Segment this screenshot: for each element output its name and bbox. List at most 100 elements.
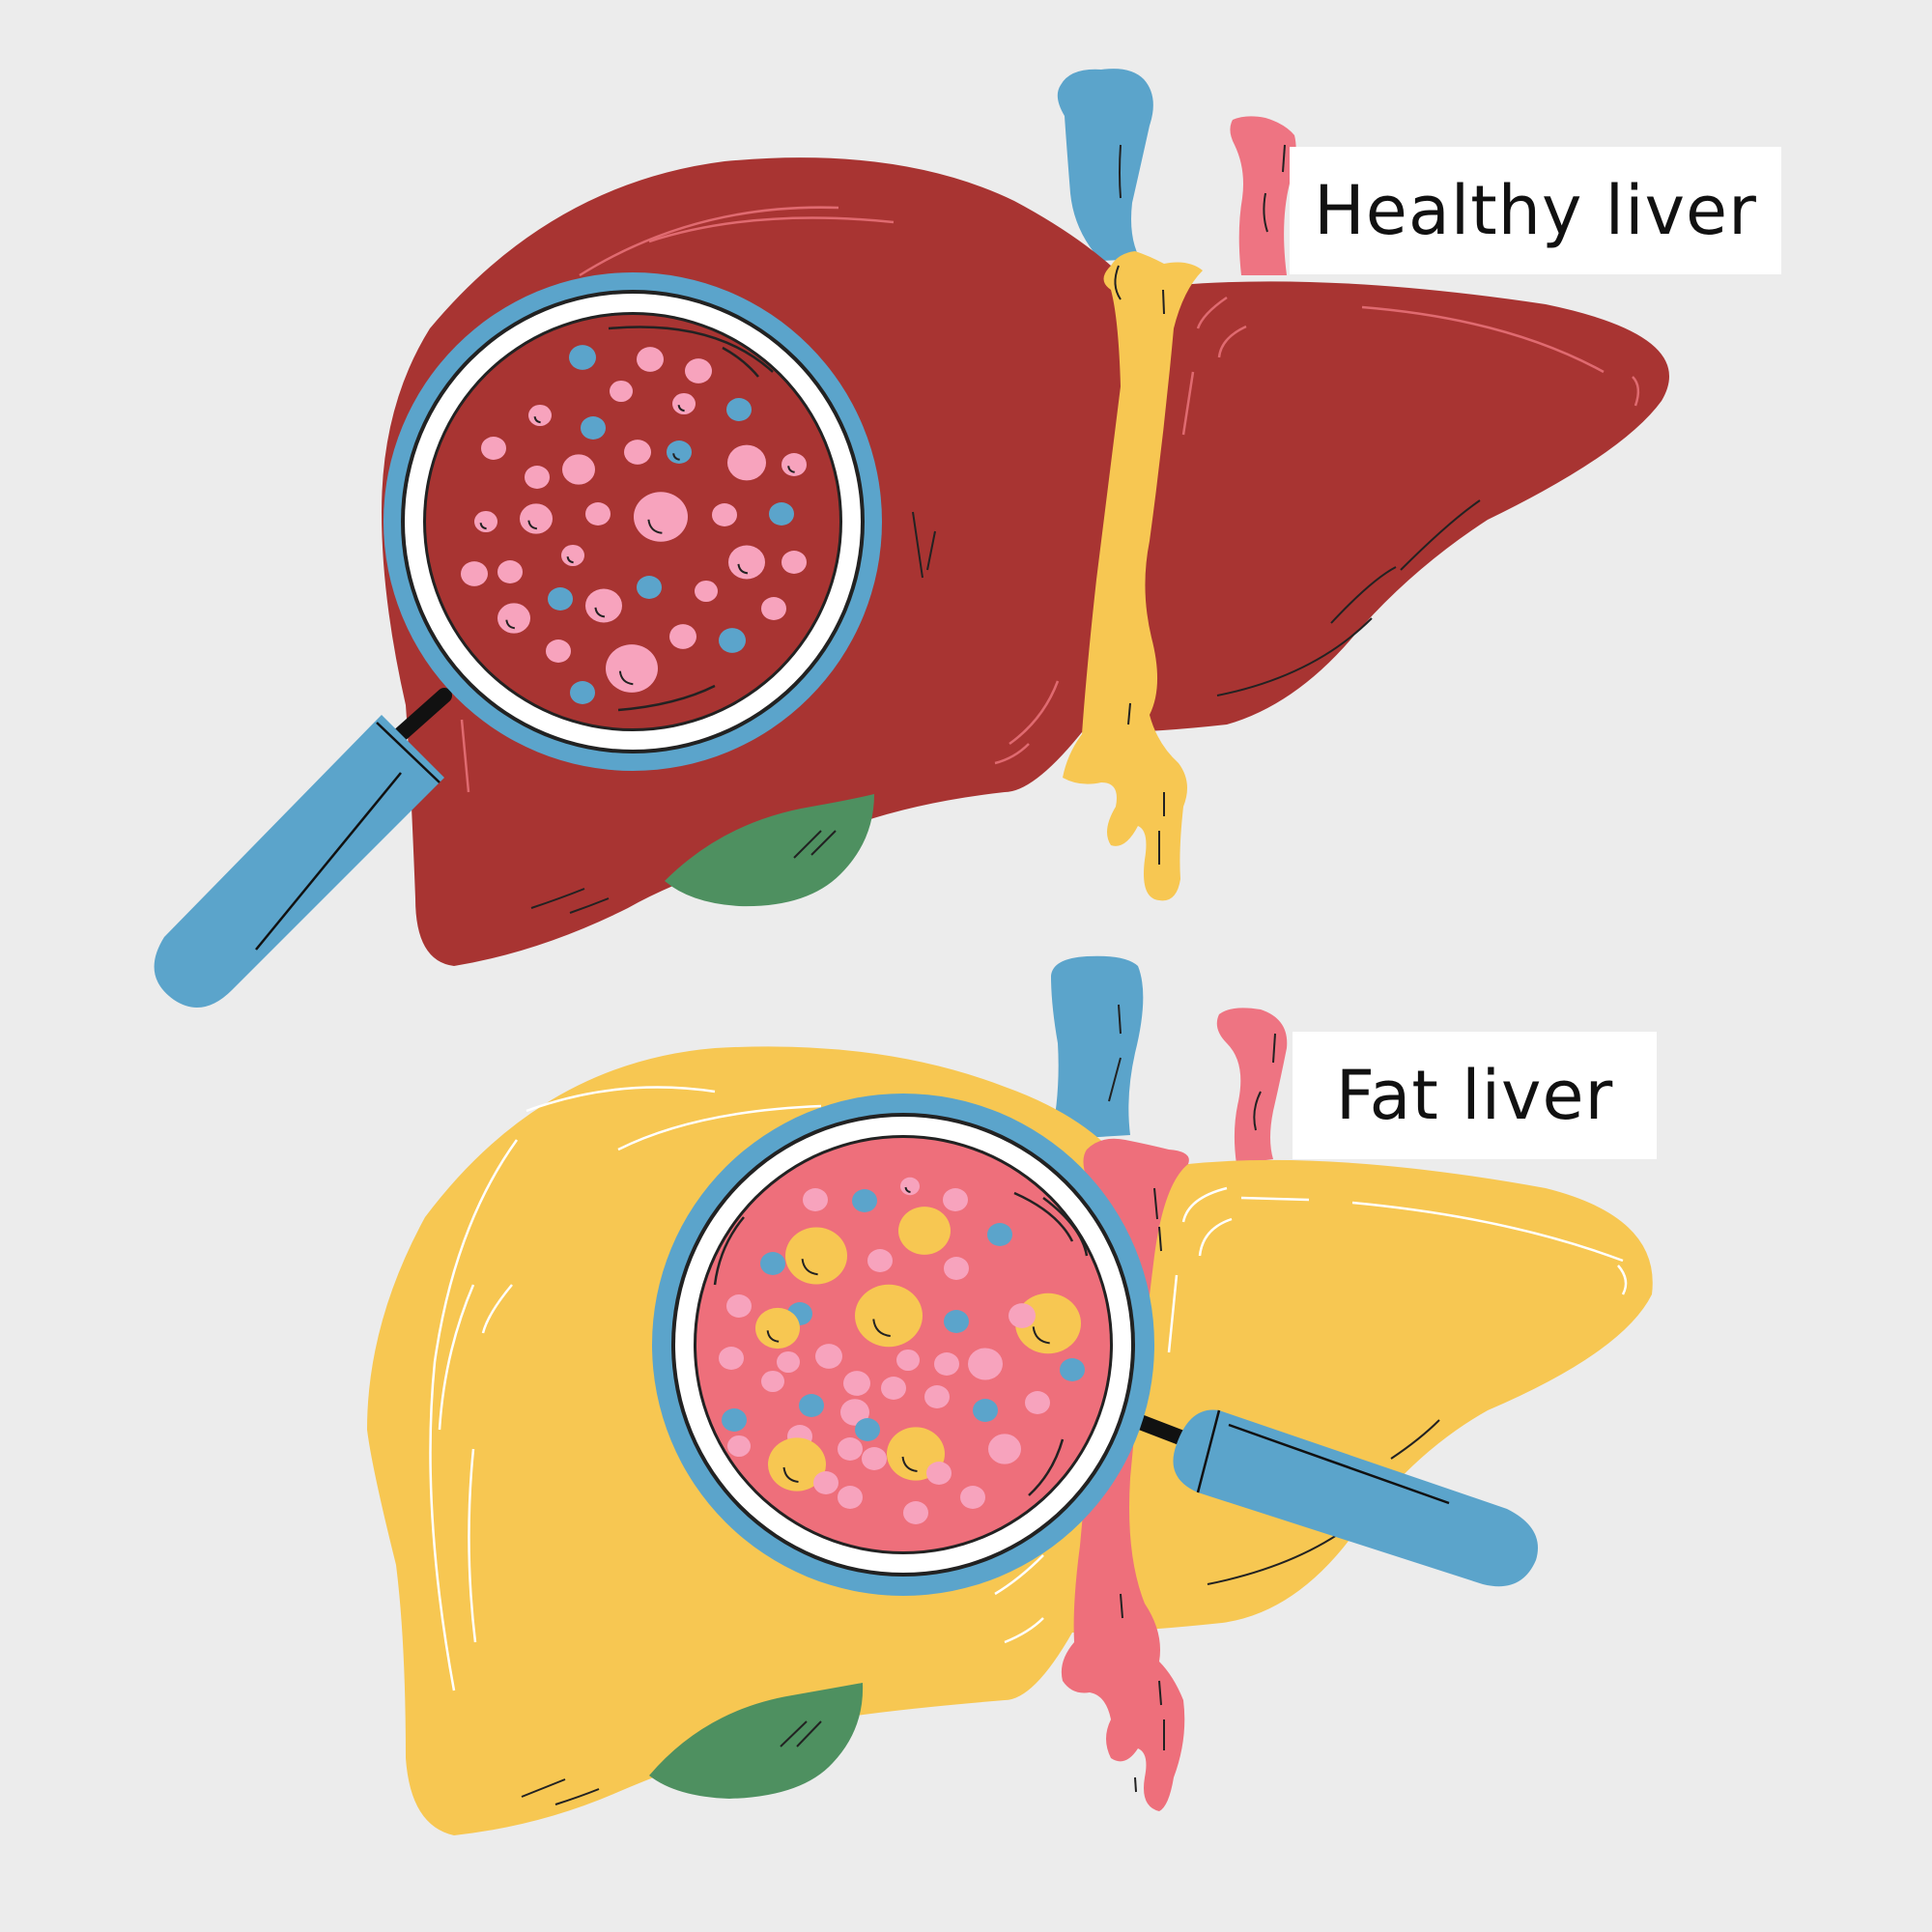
liver-cell (1060, 1358, 1085, 1381)
liver-cell (813, 1471, 838, 1494)
liver-cell (726, 398, 752, 421)
cell-outline-mark (737, 563, 749, 575)
liver-cell (548, 587, 573, 611)
liver-cell (973, 1399, 998, 1422)
cell-outline-mark (618, 670, 634, 686)
liver-cell (637, 576, 662, 599)
liver-cell (903, 1501, 928, 1524)
liver-cell (777, 1350, 800, 1374)
liver-cell (881, 1377, 906, 1400)
fat-droplet (855, 1284, 923, 1348)
cell-outline-mark (594, 607, 606, 618)
cell-outline-mark (1032, 1326, 1050, 1345)
healthy-bile-duct (1063, 251, 1203, 901)
cell-outline-mark (787, 466, 795, 473)
cell-outline-mark (901, 1456, 918, 1472)
liver-cell (862, 1447, 887, 1470)
liver-cell (761, 597, 786, 620)
healthy-liver-label-box: Healthy liver (1290, 147, 1781, 274)
liver-cell (855, 1418, 880, 1441)
liver-cell (561, 544, 584, 567)
liver-cell (960, 1486, 985, 1509)
liver-cell (474, 510, 497, 533)
cell-outline-mark (677, 405, 685, 412)
liver-cell (546, 639, 571, 663)
liver-cell (761, 1370, 784, 1393)
liver-cell (497, 603, 530, 634)
cell-outline-mark (672, 453, 680, 461)
healthy-liver-group (154, 69, 1669, 1008)
liver-cell (585, 588, 622, 623)
magnifying-glass-icon (154, 715, 445, 1008)
cell-outline-mark (533, 416, 541, 424)
fat-droplet (755, 1307, 800, 1350)
liver-cell (781, 453, 807, 476)
liver-cell (943, 1188, 968, 1211)
liver-cell (987, 1223, 1012, 1246)
liver-cell (781, 551, 807, 574)
healthy-cell-cluster (461, 345, 807, 704)
healthy-vein (1057, 69, 1153, 261)
liver-cell (944, 1257, 969, 1280)
liver-cell (769, 502, 794, 526)
liver-cell (669, 624, 696, 649)
cell-outline-mark (766, 1330, 780, 1343)
liver-cell (900, 1177, 920, 1196)
cell-outline-mark (904, 1186, 911, 1193)
liver-cell (1025, 1391, 1050, 1414)
liver-cell (497, 560, 523, 583)
healthy-liver-label: Healthy liver (1314, 171, 1757, 250)
cell-outline-mark (527, 520, 538, 530)
liver-cell (481, 437, 506, 460)
liver-cell (520, 503, 553, 534)
cell-outline-mark (647, 519, 663, 534)
liver-cell (695, 580, 718, 603)
liver-cell (637, 347, 664, 372)
cell-outline-mark (801, 1259, 818, 1276)
liver-cell (562, 454, 595, 485)
fat-droplet (898, 1207, 951, 1255)
liver-cell (570, 681, 595, 704)
cell-outline-mark (479, 523, 487, 530)
fat-liver-group (367, 955, 1653, 1835)
fat-artery (1216, 1008, 1288, 1164)
liver-cell (852, 1189, 877, 1212)
liver-cell (843, 1371, 870, 1396)
liver-cell (944, 1310, 969, 1333)
liver-cell (624, 440, 651, 465)
fat-vein (1051, 955, 1144, 1140)
liver-cell (712, 503, 737, 526)
cell-outline-mark (566, 556, 574, 564)
liver-cell (815, 1344, 842, 1369)
healthy-gallbladder (665, 794, 874, 907)
liver-cell (585, 502, 611, 526)
liver-cell (728, 545, 765, 580)
liver-cell (726, 1294, 752, 1318)
liver-cell (667, 440, 692, 464)
liver-cell (988, 1434, 1021, 1464)
liver-cell (525, 466, 550, 489)
liver-cell (528, 404, 552, 427)
cell-outline-mark (782, 1466, 799, 1483)
liver-cell (867, 1249, 893, 1272)
liver-cell (606, 644, 658, 693)
fat-bile-duct (1061, 1138, 1189, 1811)
fat-droplet (785, 1227, 847, 1285)
liver-cell (581, 416, 606, 440)
liver-cell (685, 358, 712, 384)
liver-cell (672, 392, 696, 415)
liver-cell (727, 1435, 751, 1458)
cell-outline-mark (505, 619, 516, 630)
cell-outline-mark (872, 1319, 891, 1337)
liver-cell (719, 1347, 744, 1370)
liver-cell (727, 444, 766, 481)
liver-cell (803, 1188, 828, 1211)
liver-cell (968, 1348, 1003, 1380)
fat-droplet (768, 1437, 826, 1492)
fat-gallbladder (649, 1683, 864, 1799)
liver-cell (840, 1399, 869, 1426)
fat-liver-label-box: Fat liver (1293, 1032, 1657, 1159)
healthy-artery (1230, 116, 1296, 276)
